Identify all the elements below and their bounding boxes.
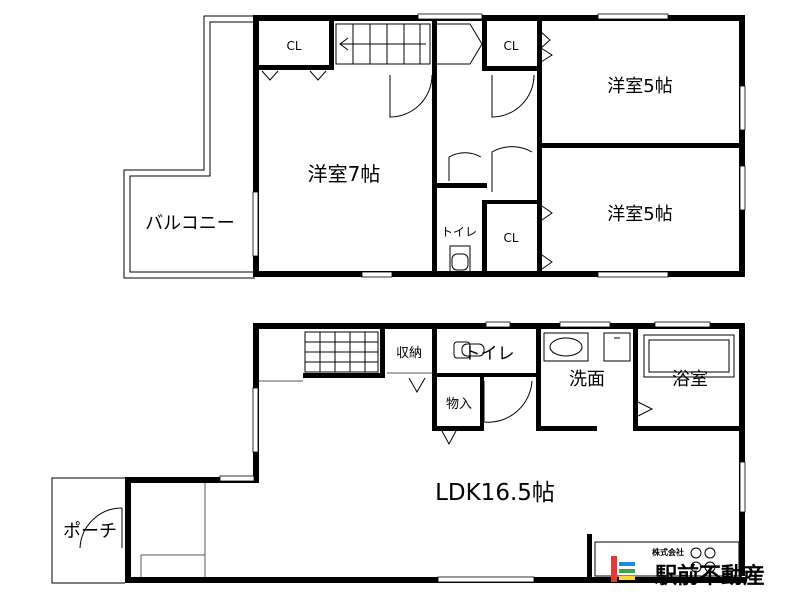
floor1-fixtures (453, 332, 740, 577)
label-toilet-2f: トイレ (441, 225, 477, 239)
floor1-plan (51, 321, 746, 584)
label-western5-top: 洋室5帖 (607, 76, 672, 97)
floor2-toilet-fixture (449, 245, 471, 273)
floor1-interior-walls (303, 329, 739, 577)
label-storage: 収納 (396, 346, 422, 361)
company-logo: 株式会社 駅前不動産 (611, 547, 765, 589)
floor1-thin-lines (51, 372, 432, 584)
label-porch: ポーチ (63, 521, 117, 542)
logo-subtitle: 株式会社 (652, 547, 684, 557)
logo-mark-blue (619, 562, 635, 566)
label-ldk: LDK16.5帖 (435, 480, 555, 506)
label-closet-c: CL (503, 231, 518, 245)
label-washroom: 洗面 (569, 369, 605, 390)
floor2-interior-walls (259, 21, 745, 277)
balcony-outline (123, 15, 255, 279)
label-closet-1f: 物入 (446, 397, 472, 412)
floor2-windows (252, 13, 746, 278)
floor2-doors (261, 31, 553, 270)
logo-name: 駅前不動産 (655, 563, 765, 589)
label-closet-b: CL (503, 39, 518, 53)
label-balcony: バルコニー (145, 213, 235, 234)
floor2-stair (335, 23, 483, 65)
floor1-stair (304, 331, 379, 373)
label-toilet-1f: トイレ (464, 344, 515, 364)
label-closet-a: CL (286, 39, 301, 53)
floor1-doors (79, 377, 654, 549)
floor1-windows (219, 321, 746, 583)
logo-mark-yellow (619, 576, 635, 580)
label-bathroom: 浴室 (672, 369, 708, 390)
label-western5-bottom: 洋室5帖 (607, 204, 672, 225)
floor2-plan (123, 13, 746, 279)
logo-mark-red (611, 556, 617, 582)
logo-mark-green (619, 569, 635, 573)
label-western7: 洋室7帖 (308, 162, 381, 186)
